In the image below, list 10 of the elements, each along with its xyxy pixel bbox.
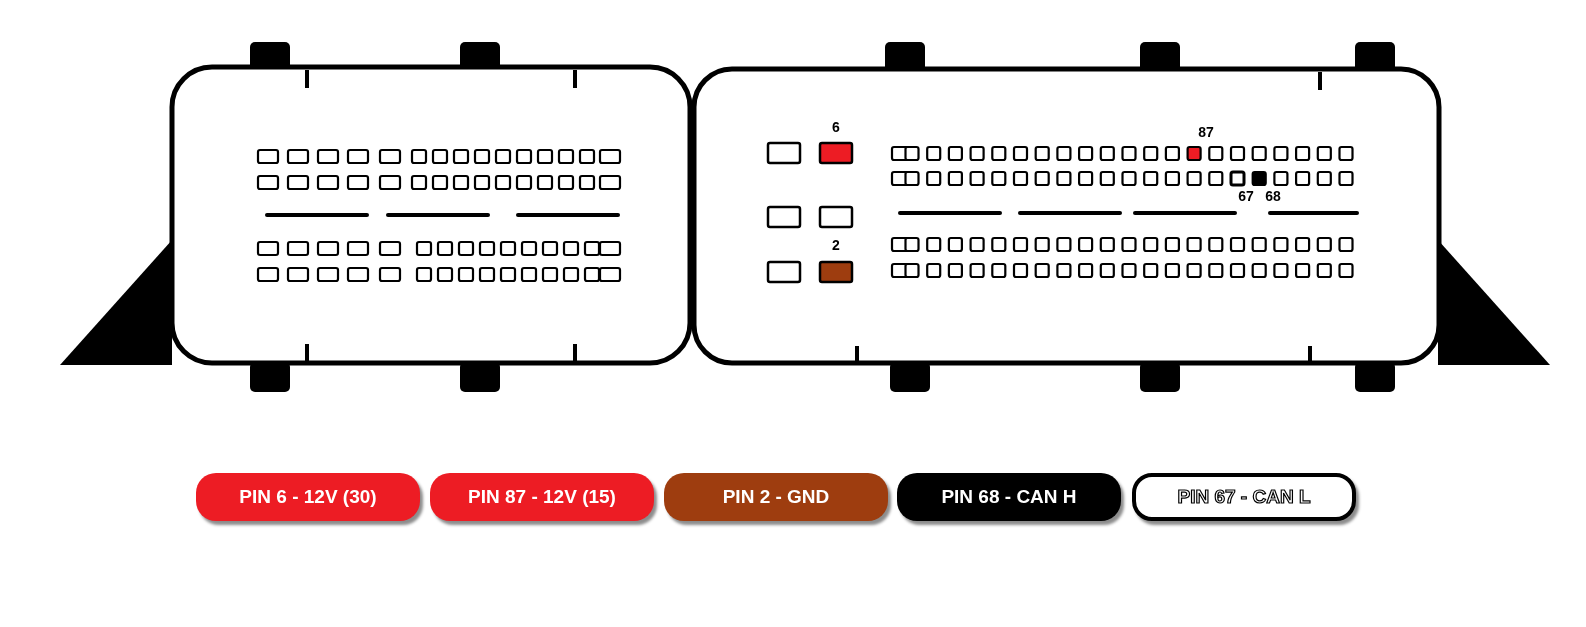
legend-pill: PIN 68 - CAN H [897,473,1121,521]
pin-number: 67 [1238,189,1254,203]
pin-number: 87 [1198,125,1214,139]
legend-pill: PIN 67 - CAN L [1132,473,1356,521]
pin-number: 6 [832,120,840,134]
pin-number: 2 [832,238,840,252]
pin-number: 68 [1265,189,1281,203]
legend-pill: PIN 6 - 12V (30) [196,473,420,521]
legend-pill: PIN 87 - 12V (15) [430,473,654,521]
legend-pill: PIN 2 - GND [664,473,888,521]
